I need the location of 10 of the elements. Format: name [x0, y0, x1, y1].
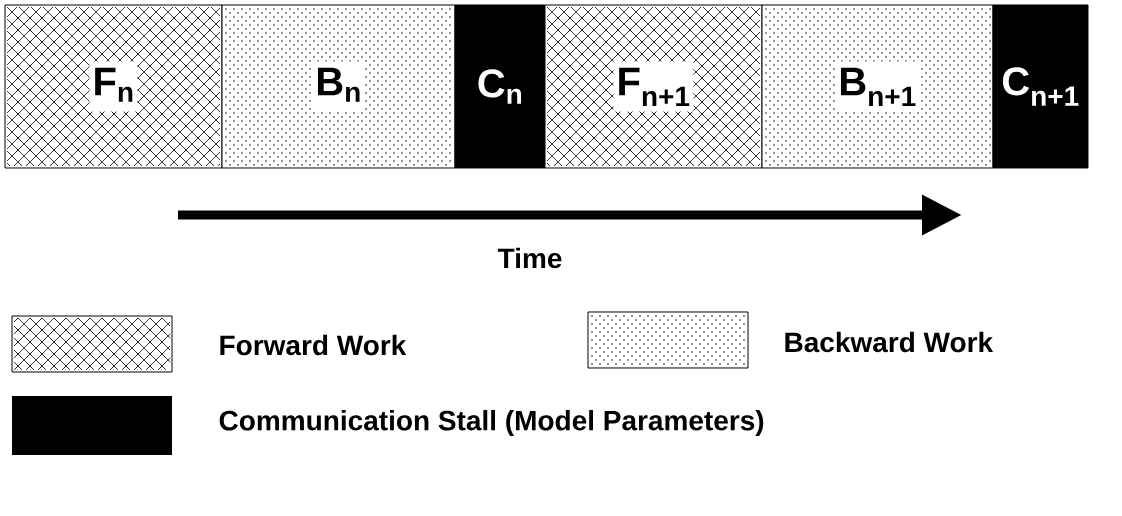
work-block: F$_{n}$	[4, 4, 223, 169]
work-block: B$_{n}$	[221, 4, 456, 169]
legend-label: Communication Stall (Model Parameters)	[219, 409, 764, 437]
work-block: C$_{n+1}$	[992, 4, 1089, 169]
axis-label: Time	[497, 247, 562, 269]
work-block: B$_{n+1}$	[761, 4, 994, 169]
work-block: C$_{n}$	[454, 4, 546, 169]
legend-label: Forward Work	[220, 334, 407, 356]
work-block: F$_{n+1}$	[544, 4, 763, 169]
legend-label: Backward Work	[785, 331, 994, 353]
